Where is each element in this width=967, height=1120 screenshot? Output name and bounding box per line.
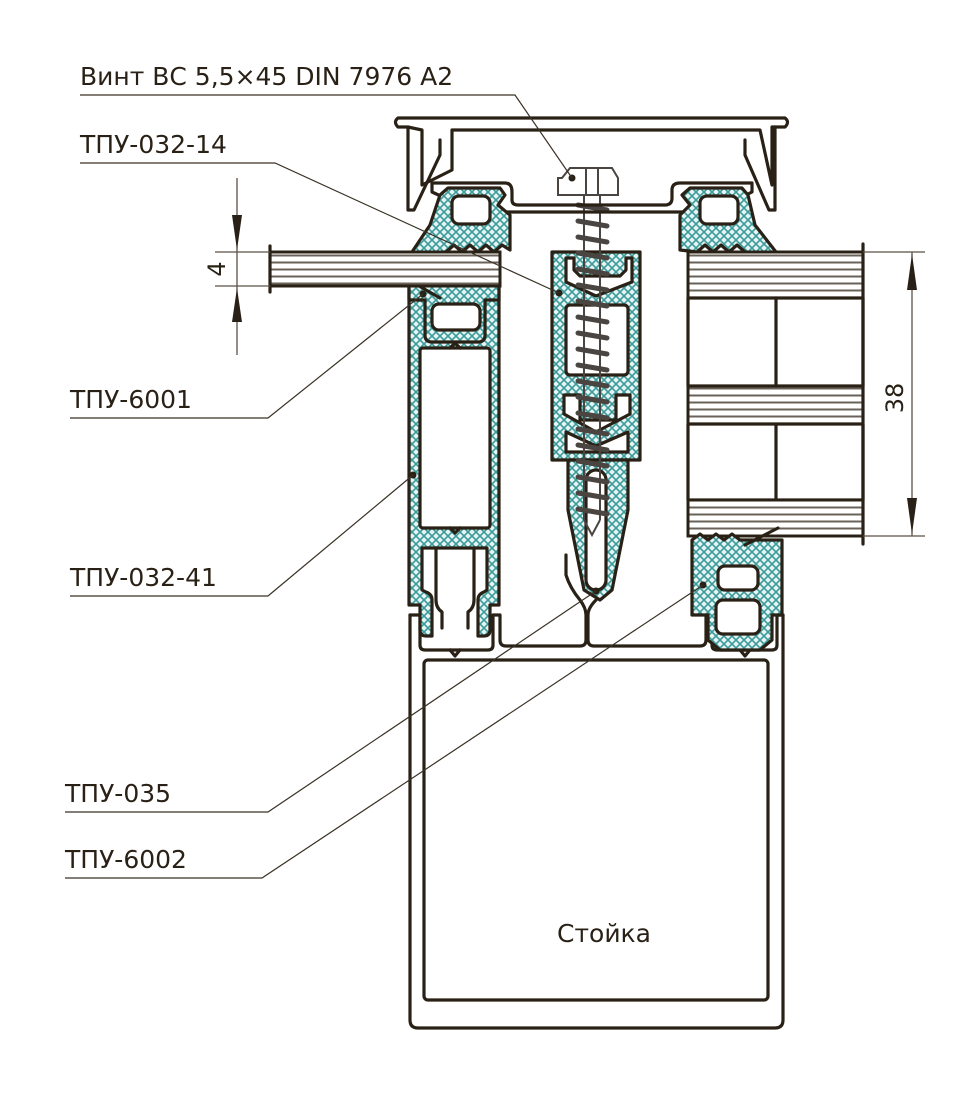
gasket-tpu-6002 xyxy=(690,526,784,652)
screw-thread xyxy=(575,426,610,437)
screw-thread xyxy=(575,250,610,261)
notch xyxy=(448,526,462,535)
screw-thread xyxy=(575,330,610,341)
insulator-chamber xyxy=(418,346,492,530)
mullion-inner-chamber xyxy=(422,658,770,1002)
screw-thread xyxy=(575,362,610,373)
screw-thread xyxy=(575,378,610,389)
callout-tpu-035: ТПУ-035 xyxy=(64,779,171,808)
screw-thread xyxy=(575,474,610,485)
screw-thread xyxy=(575,394,610,405)
insulator-tpu-032-14 xyxy=(550,250,642,462)
callout-screw: Винт ВС 5,5×45 DIN 7976 A2 xyxy=(80,62,453,91)
screw-thread xyxy=(575,506,610,517)
screw-thread xyxy=(575,218,610,229)
cover-cap xyxy=(393,116,790,212)
leader-lines xyxy=(65,94,704,879)
callout-tpu-032-14: ТПУ-032-14 xyxy=(79,130,227,159)
pressure-plate xyxy=(430,181,754,214)
screw xyxy=(557,167,619,538)
screw-thread xyxy=(575,346,610,357)
mullion-label: Стойка xyxy=(557,919,651,948)
screw-thread xyxy=(575,314,610,325)
screw-head xyxy=(557,167,619,196)
insulator-leg-slots xyxy=(434,546,476,630)
dimension-gap: 4 xyxy=(203,178,270,355)
screw-thread xyxy=(575,298,610,309)
gasket-right-outer xyxy=(678,186,792,272)
dimension-glass-thickness: 38 xyxy=(863,251,925,537)
mullion-notch-right xyxy=(738,648,752,658)
insulator-tpu-032-41 xyxy=(407,283,501,638)
screw-thread xyxy=(575,266,610,277)
callout-tpu-6001: ТПУ-6001 xyxy=(69,385,192,414)
callout-tpu-6002: ТПУ-6002 xyxy=(64,845,187,874)
glass-unit-left xyxy=(268,244,502,294)
screw-thread xyxy=(575,410,610,421)
callout-tpu-032-41: ТПУ-032-41 xyxy=(69,563,217,592)
screw-thread xyxy=(575,490,610,501)
mullion-notch-left xyxy=(448,648,462,658)
screw-thread xyxy=(575,458,610,469)
screw-thread xyxy=(575,442,610,453)
gasket-hollow xyxy=(430,302,482,332)
mullion-top-flange xyxy=(408,553,785,652)
dimension-glass-thickness-value: 38 xyxy=(881,383,909,414)
glass-unit-right xyxy=(686,242,865,546)
screw-thread xyxy=(575,282,610,293)
dimension-gap-value: 4 xyxy=(203,261,231,276)
screw-thread xyxy=(575,234,610,245)
